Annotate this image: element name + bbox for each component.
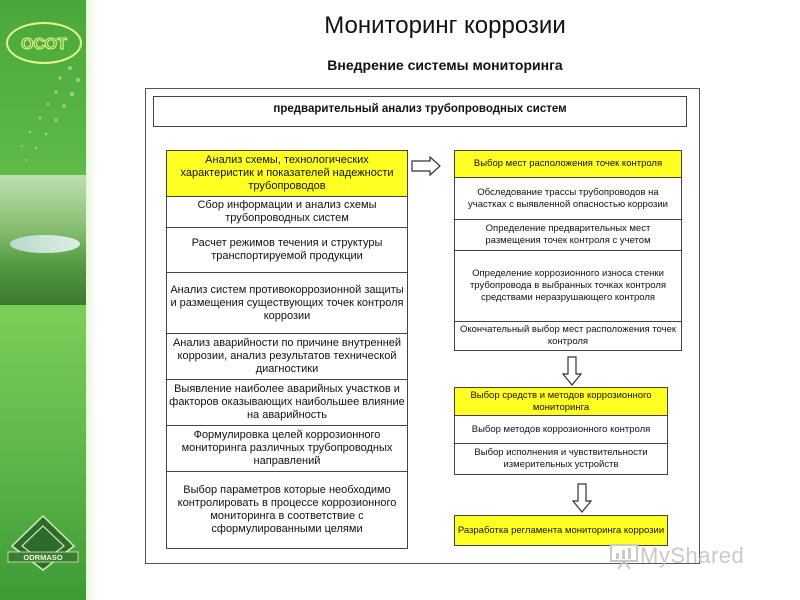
right-step: Окончательный выбор мест расположения то… [454,322,682,351]
page-subtitle: Внедрение системы мониторинга [270,57,620,73]
top-logo: ОСОТ [6,22,82,64]
left-step: Анализ систем противокоррозионной защиты… [166,273,408,334]
presentation-icon [608,541,640,571]
river-highlight [10,235,80,253]
left-step: Формулировка целей коррозионного монитор… [166,426,408,472]
watermark: MyShared [608,538,768,574]
right-step-heading: Выбор мест расположения точек контроля [454,150,682,178]
left-step: Расчет режимов течения и структуры транс… [166,228,408,273]
right-arrow-icon [410,156,442,176]
down-arrow-icon [562,356,582,386]
watermark-text: MyShared [640,543,744,569]
right-step: Определение предварительных мест размеще… [454,220,682,251]
right-step: Выбор исполнения и чувствительности изме… [454,444,668,475]
top-logo-text: ОСОТ [21,36,67,53]
band-edge [86,0,96,600]
decorative-dot-pattern [0,60,86,170]
left-step: Выбор параметров которые необходимо конт… [166,472,408,549]
right-step: Выбор методов коррозионного контроля [454,416,668,444]
right-step: Обследование трассы трубопроводов на уча… [454,178,682,220]
bottom-logo-text: ODRMASO [23,553,62,562]
right-step: Определение коррозионного износа стенки … [454,251,682,322]
right-group-location: Выбор мест расположения точек контроля О… [454,150,682,351]
bottom-logo: ODRMASO [6,512,80,572]
preliminary-analysis-box: предварительный анализ трубопроводных си… [153,96,687,127]
left-step-column: Анализ схемы, технологических характерис… [166,150,408,549]
right-step-heading: Выбор средств и методов коррозионного мо… [454,387,668,416]
decorative-side-band: ОСОТ ODRMASO [0,0,86,600]
page-title: Мониторинг коррозии [300,12,590,40]
left-step: Выявление наиболее аварийных участков и … [166,380,408,426]
down-arrow-icon [572,483,592,513]
right-group-methods: Выбор средств и методов коррозионного мо… [454,387,668,475]
left-step: Анализ аварийности по причине внутренней… [166,334,408,380]
left-step-heading: Анализ схемы, технологических характерис… [166,150,408,197]
top-logo-icon: ОСОТ [14,29,74,57]
left-step: Сбор информации и анализ схемы трубопров… [166,197,408,228]
